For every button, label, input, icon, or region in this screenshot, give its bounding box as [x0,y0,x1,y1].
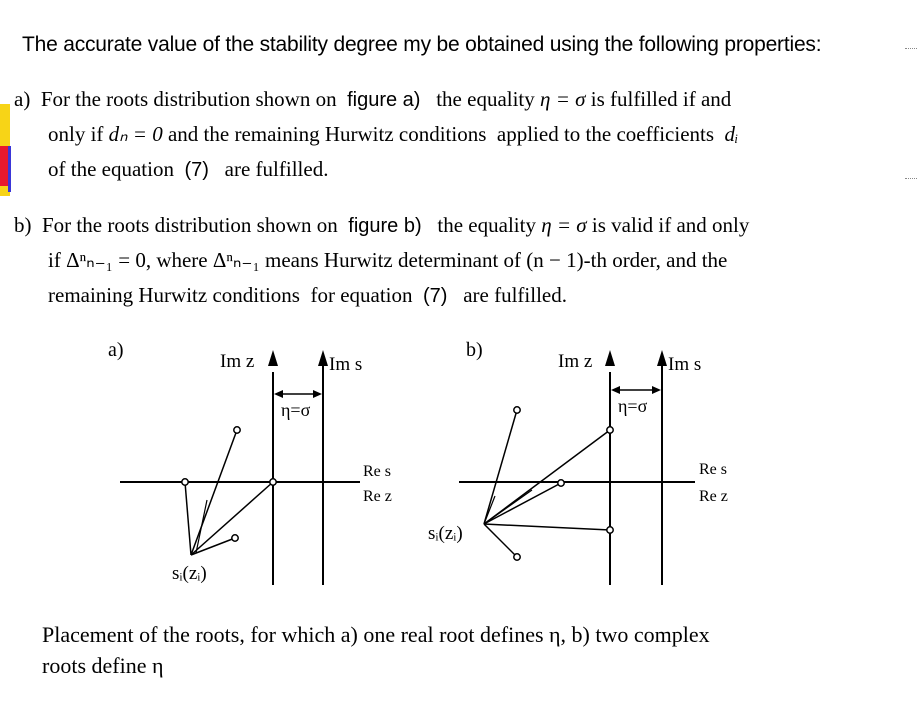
figure-b-reference: figure b) [348,215,422,237]
figure-b-root-ray [483,409,518,525]
para-a-text: For the roots distribution shown on [40,87,337,111]
figure-b-root-ray [483,482,562,525]
figure-b-root-label: sᵢ(zᵢ) [428,523,463,544]
para-b-text: For the roots distribution shown on [42,213,338,237]
figure-b-root-point [513,406,521,414]
para-b-text: are fulfilled. [463,283,567,307]
para-a-text: are fulfilled. [224,157,329,181]
figure-b-im-s-label: Im s [668,354,701,375]
figure-b-root-ray [483,523,611,531]
figure-a-reference: figure a) [347,89,421,111]
figure-a-root-point [231,534,239,542]
decor-dotted-mark [905,48,917,49]
figure-b-eta-arrowhead-left [611,386,620,394]
figure-a-root-point [181,478,189,486]
para-b-marker: b) [14,213,32,237]
decor-dotted-mark-2 [905,178,917,179]
figure-a-label: a) [108,339,124,361]
figure-a-eta-arrowhead-left [274,390,283,398]
figure-b-re-z-label: Re z [699,488,728,505]
para-a-text: is fulfilled if and [590,87,732,111]
figure-b-eta-sigma-label: η=σ [618,396,648,416]
figure-a-root-label: sᵢ(zᵢ) [172,563,207,584]
equation-eta-sigma: η = σ [540,87,586,111]
figure-a-root-ray [190,537,236,556]
figure-b-root-point [513,553,521,561]
figure-b-label: b) [466,339,483,361]
figure-a-root-point [269,478,277,486]
equation-eta-sigma: η = σ [541,213,587,237]
figure-b-root-point [606,526,614,534]
figure-b-im-z-arrow [605,350,615,366]
figure-a-root-ray [184,481,192,556]
root-placement-figure: a) Im z Im s η=σ Re s Re z sᵢ(zᵢ) b) [108,339,728,585]
para-a-text: applied to the coefficients [496,122,715,146]
figure-a-root-point [233,426,241,434]
figure-a-im-z-arrow [268,350,278,366]
symbol-hurwitz-determinant: Δⁿₙ₋₁ [212,248,260,272]
para-a-text: and the remaining Hurwitz conditions [167,122,487,146]
figure-caption-line1: Placement of the roots, for which a) one… [42,622,710,647]
para-a-line1: a) For the roots distribution shown on f… [14,87,731,112]
figure-a-root-ray [195,499,208,554]
figure-b-root-ray [483,429,611,525]
figure-a-re-z-label: Re z [363,488,392,505]
para-a-marker: a) [14,87,31,111]
figure-a-im-z-label: Im z [220,351,254,372]
figure-b-root-point [606,426,614,434]
figure-a-im-s-label: Im s [329,354,362,375]
figure-b-re-s-label: Re s [699,461,727,478]
figure-a-root-ray [190,429,238,556]
figure-a-diagram: a) Im z Im s η=σ Re s Re z sᵢ(zᵢ) [108,339,392,585]
para-b-text: remaining Hurwitz conditions [48,283,300,307]
para-a-text: of the equation [48,157,174,181]
figure-a-eta-sigma-label: η=σ [281,400,311,420]
equation-hurwitz-determinant: Δⁿₙ₋₁ = 0, [66,248,152,272]
figure-b-eta-arrowhead-right [652,386,661,394]
figure-a-re-s-label: Re s [363,463,391,480]
para-a-line2: only if dₙ = 0 and the remaining Hurwitz… [48,122,738,147]
equation-dn: dₙ = 0 [108,122,163,146]
decor-red-block [0,146,8,186]
figure-b-root-ray [483,495,496,525]
equation-reference: (7) [423,285,448,307]
figure-b-root-ray [483,489,533,525]
para-b-text: if [48,248,61,272]
figure-b-im-z-label: Im z [558,351,592,372]
para-a-line3: of the equation (7) are fulfilled. [48,157,328,182]
figure-caption-line2: roots define η [42,653,164,678]
para-b-line2: if Δⁿₙ₋₁ = 0, where Δⁿₙ₋₁ means Hurwitz … [48,248,727,273]
variable-di: dᵢ [724,122,739,146]
figure-b-root-point [557,479,565,487]
para-b-text: where [156,248,208,272]
page-title: The accurate value of the stability degr… [22,33,822,56]
para-b-text: for equation [310,283,413,307]
para-b-line1: b) For the roots distribution shown on f… [14,213,749,238]
figure-a-im-s-arrow [318,350,328,366]
decor-blue-bar [8,146,11,192]
para-b-text: means Hurwitz determinant of (n − 1)-th … [265,248,728,272]
para-b-line3: remaining Hurwitz conditions for equatio… [48,283,567,308]
para-b-text: is valid if and only [591,213,750,237]
figure-b-im-s-arrow [657,350,667,366]
figure-b-diagram: b) Im z Im s η=σ Re s Re z sᵢ(zᵢ) [428,339,728,585]
para-a-text: the equality [436,87,535,111]
para-b-text: the equality [437,213,536,237]
figure-a-eta-arrowhead-right [313,390,322,398]
para-a-text: only if [48,122,104,146]
equation-reference: (7) [184,159,209,181]
figure-a-root-ray [190,481,274,556]
figure-b-root-ray [483,523,518,558]
